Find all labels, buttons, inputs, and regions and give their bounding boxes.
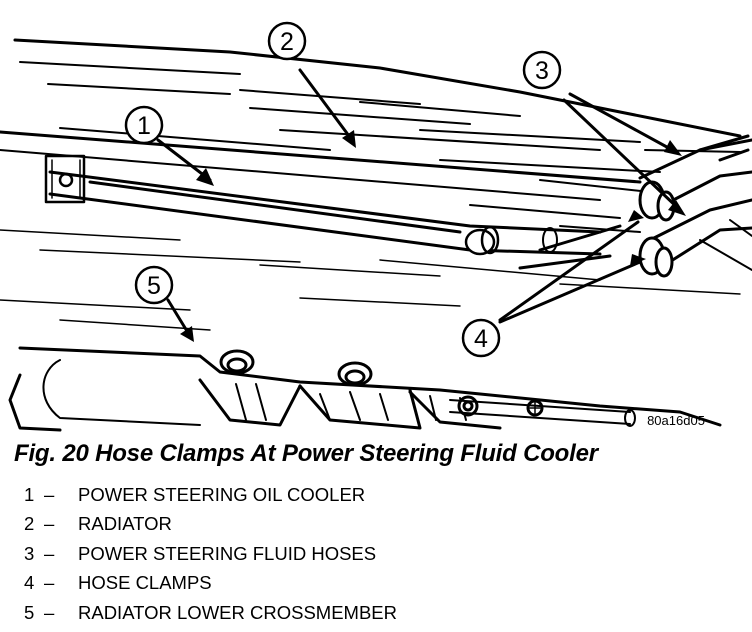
legend-text: RADIATOR: [78, 513, 172, 535]
legend-item: 1– POWER STEERING OIL COOLER: [24, 480, 397, 509]
callout-1: 1: [137, 112, 151, 140]
legend-separator: –: [44, 601, 55, 623]
legend-separator: –: [44, 572, 55, 594]
legend-item: 5– RADIATOR LOWER CROSSMEMBER: [24, 598, 397, 627]
legend-number: 1: [24, 484, 35, 505]
legend-text: HOSE CLAMPS: [78, 572, 212, 594]
callout-2: 2: [280, 28, 294, 56]
legend-item: 2– RADIATOR: [24, 509, 397, 538]
crossmember-drawing: [8, 346, 722, 432]
legend-separator: –: [44, 484, 55, 505]
legend-number: 4: [24, 572, 35, 594]
legend-separator: –: [44, 513, 55, 535]
legend-text: POWER STEERING FLUID HOSES: [78, 542, 377, 564]
callout-3: 3: [535, 57, 549, 85]
legend-item: 4– HOSE CLAMPS: [24, 568, 397, 597]
radiator-drawing: [0, 38, 742, 331]
legend-item: 3– POWER STEERING FLUID HOSES: [24, 539, 397, 568]
legend: 1–POWER STEERING OIL COOLER 2–RADIATOR 3…: [24, 480, 397, 627]
callout-5: 5: [147, 272, 161, 300]
figure-title: Fig. 20 Hose Clamps At Power Steering Fl…: [14, 440, 598, 467]
oil-cooler-drawing: [44, 154, 622, 270]
legend-number: 3: [24, 542, 35, 564]
technical-illustration: 1 2 3 4 5 80a16d05: [0, 21, 752, 432]
fluid-hoses-drawing: [638, 134, 752, 271]
legend-number: 5: [24, 601, 35, 623]
callout-4: 4: [474, 325, 488, 353]
legend-text: POWER STEERING OIL COOLER: [78, 484, 366, 505]
leader-arrows: [156, 68, 682, 338]
callout-circles: [124, 21, 562, 358]
legend-text: RADIATOR LOWER CROSSMEMBER: [78, 601, 397, 623]
legend-number: 2: [24, 513, 35, 535]
image-code: 80a16d05: [647, 413, 705, 428]
legend-separator: –: [44, 542, 55, 564]
